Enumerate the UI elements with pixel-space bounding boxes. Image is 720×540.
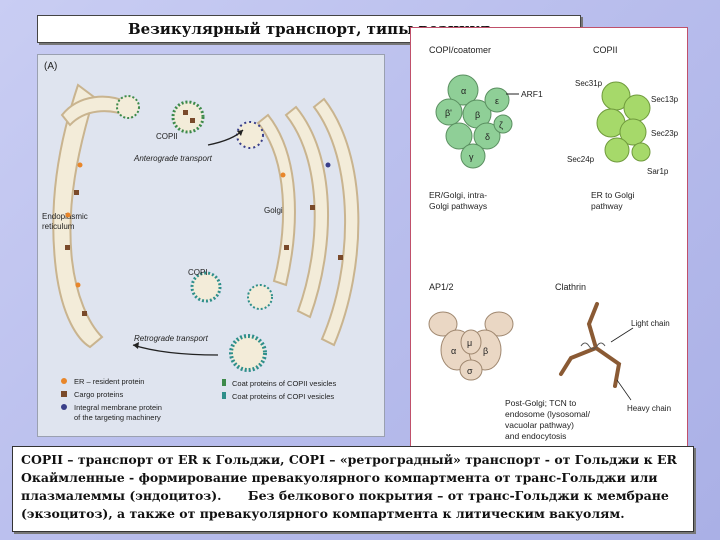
bottom-caption-line: endosome (lysosomal/ — [505, 409, 591, 419]
ap-subunit: μ — [467, 338, 472, 348]
anterograde-label: Anterograde transport — [133, 154, 213, 163]
light-chain-pointer — [610, 327, 634, 343]
er-label-line1: Endoplasmic — [42, 212, 88, 221]
arf1-label: ARF1 — [521, 89, 543, 99]
legend-swatch-copii — [222, 379, 226, 386]
legend-swatch-er — [61, 378, 67, 384]
golgi-cisterna-3 — [312, 97, 360, 347]
retrograde-label: Retrograde transport — [134, 334, 209, 343]
retrograde-vesicle — [229, 334, 267, 372]
copi-subunit: β — [475, 110, 480, 120]
ap-complex — [428, 311, 514, 381]
arrowhead — [237, 130, 243, 136]
arrowhead — [133, 342, 139, 349]
light-chain — [580, 342, 606, 350]
cargo-protein — [183, 110, 188, 115]
copii-header: COPII — [593, 45, 618, 55]
copii-label: Sec24p — [567, 155, 595, 164]
copii-caption-line1: ER to Golgi — [591, 190, 635, 200]
light-chain-label: Light chain — [631, 319, 670, 328]
copi-subunit: ε — [495, 96, 499, 106]
copi-subunit: ζ — [499, 120, 503, 130]
legend-item: Coat proteins of COPI vesicles — [232, 392, 334, 401]
copi-vesicle — [190, 271, 222, 303]
transport-diagram: (A) COPII Anterograde transport Endoplas… — [42, 61, 360, 422]
copi-label: COPI — [188, 268, 208, 277]
ap-subunit: σ — [467, 366, 473, 376]
coat-complexes-diagram: COPI/coatomer α β' β ε δ ζ γ ARF1 ER/Gol… — [428, 45, 679, 441]
panel-label-a: (A) — [44, 61, 57, 72]
ap-header: AP1/2 — [429, 282, 454, 292]
legend-swatch-copi — [222, 392, 226, 399]
coatomer-complex — [435, 74, 513, 169]
heavy-chain-label: Heavy chain — [627, 404, 671, 413]
clathrin-header: Clathrin — [555, 282, 586, 292]
caption-line-3b: Без белкового покрытия – от транс-Гольдж… — [247, 488, 669, 503]
caption-line-2: Окаймленные - формирование превакуолярно… — [21, 470, 658, 485]
copii-caption-line2: pathway — [591, 201, 623, 211]
retrograde-arrow — [132, 344, 219, 356]
copi-caption-line2: Golgi pathways — [429, 201, 487, 211]
legend-item: ER – resident protein — [74, 377, 144, 386]
er-label-line2: reticulum — [42, 222, 75, 231]
ap-subunit: β — [483, 346, 488, 356]
copi-subunit: α — [461, 86, 466, 96]
caption-line-1: COPII – транспорт от ER к Гольджи, COPI … — [21, 452, 677, 467]
caption-line-3: плазмалеммы (эндоцитоз). Без белкового п… — [21, 487, 685, 505]
transport-diagram-panel: (A) COPII Anterograde transport Endoplas… — [37, 54, 385, 437]
copii-complex — [596, 81, 651, 163]
legend-item: Integral membrane protein — [74, 403, 162, 412]
coat-complexes-panel: COPI/coatomer α β' β ε δ ζ γ ARF1 ER/Gol… — [410, 27, 688, 447]
copii-label: Sec31p — [575, 79, 603, 88]
copi-header: COPI/coatomer — [429, 45, 491, 55]
protein-markers — [65, 162, 343, 316]
copii-label: Sec13p — [651, 95, 679, 104]
legend-item: Coat proteins of COPII vesicles — [232, 379, 336, 388]
caption-line-3a: плазмалеммы (эндоцитоз). — [21, 488, 222, 503]
legend-item: of the targeting machinery — [74, 413, 161, 422]
copi-caption-line1: ER/Golgi, intra- — [429, 190, 487, 200]
er-membrane — [52, 83, 104, 349]
legend-swatch-cargo — [61, 391, 67, 397]
golgi-budding-vesicle — [247, 284, 273, 310]
golgi-label: Golgi — [264, 206, 283, 215]
heavy-chain-pointer — [616, 379, 632, 401]
copii-label: Sec23p — [651, 129, 679, 138]
copi-subunit: γ — [469, 152, 474, 162]
legend-swatch-integral — [61, 404, 67, 410]
caption-line-4: (экзоцитоз), а также от превакуолярного … — [21, 506, 625, 521]
bottom-caption-line: vacuolar pathway) — [505, 420, 574, 430]
legend: ER – resident protein Cargo proteins Int… — [61, 377, 336, 422]
copii-vesicle — [171, 100, 205, 134]
golgi-cisterna-2 — [284, 105, 330, 319]
ap-subunit: α — [451, 346, 456, 356]
bottom-caption-line: and endocytosis — [505, 431, 566, 441]
copi-subunit: δ — [485, 132, 490, 142]
cargo-protein — [190, 118, 195, 123]
bottom-caption-line: Post-Golgi; TCN to — [505, 398, 576, 408]
er-budding-vesicle — [116, 95, 140, 119]
legend-item: Cargo proteins — [74, 390, 123, 399]
clathrin-triskelion — [559, 302, 622, 388]
copii-label: Sar1p — [647, 167, 669, 176]
description-caption: COPII – транспорт от ER к Гольджи, COPI … — [12, 446, 694, 532]
copii-label: COPII — [156, 132, 178, 141]
copi-subunit: β' — [445, 108, 452, 118]
golgi-cisterna-1 — [256, 113, 296, 287]
